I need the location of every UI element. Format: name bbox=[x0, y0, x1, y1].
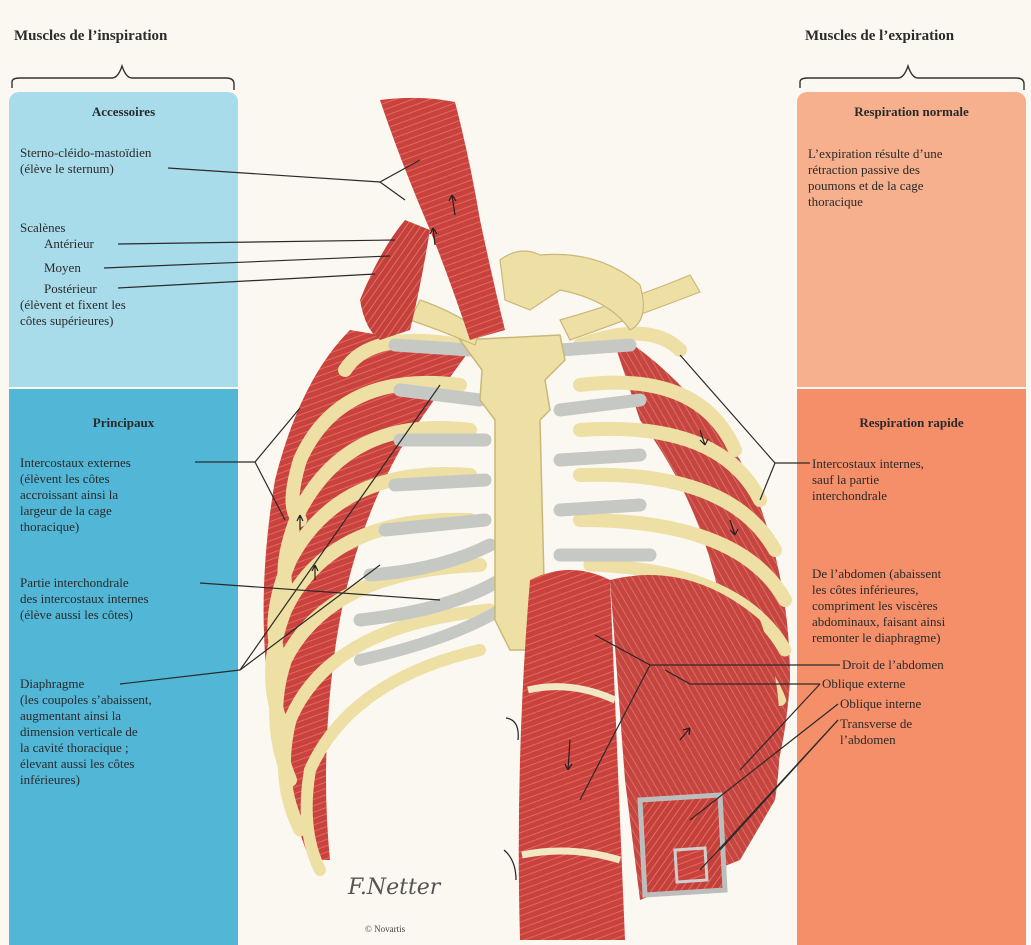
label-dia-7: inférieures) bbox=[20, 772, 80, 788]
label-ext-4: largeur de la cage bbox=[20, 503, 112, 519]
rectus-abdominis bbox=[519, 570, 625, 940]
label-int-1: Intercostaux internes, bbox=[812, 456, 924, 472]
label-dia-2: (les coupoles s’abaissent, bbox=[20, 692, 152, 708]
artist-signature: F.Netter bbox=[348, 880, 440, 896]
label-dia-3: augmentant ainsi la bbox=[20, 708, 121, 724]
label-scalene-posterieur: Postérieur bbox=[44, 281, 97, 297]
label-normale-1: L’expiration résulte d’une bbox=[808, 146, 943, 162]
label-oblique-externe: Oblique externe bbox=[822, 676, 905, 692]
label-abd-4: abdominaux, faisant ainsi bbox=[812, 614, 945, 630]
label-ext-1: Intercostaux externes bbox=[20, 455, 131, 471]
label-inter-1: Partie interchondrale bbox=[20, 575, 129, 591]
label-inter-2: des intercostaux internes bbox=[20, 591, 149, 607]
label-dia-1: Diaphragme bbox=[20, 676, 84, 692]
label-dia-5: la cavité thoracique ; bbox=[20, 740, 129, 756]
label-abd-2: les côtes inférieures, bbox=[812, 582, 918, 598]
label-abd-3: compriment les viscères bbox=[812, 598, 938, 614]
label-droit-abdomen: Droit de l’abdomen bbox=[842, 657, 944, 673]
outer-arrow-1 bbox=[506, 718, 518, 740]
label-scal-note-1: (élèvent et fixent les bbox=[20, 297, 126, 313]
label-ext-2: (élèvent les côtes bbox=[20, 471, 110, 487]
label-int-2: sauf la partie bbox=[812, 472, 879, 488]
label-scal-note-2: côtes supérieures) bbox=[20, 313, 114, 329]
label-scalene-moyen: Moyen bbox=[44, 260, 81, 276]
label-scm-1: Sterno-cléido-mastoïdien bbox=[20, 145, 151, 161]
label-normale-4: thoracique bbox=[808, 194, 863, 210]
outer-arrow-2 bbox=[504, 850, 516, 880]
label-normale-3: poumons et de la cage bbox=[808, 178, 924, 194]
label-scalenes: Scalènes bbox=[20, 220, 65, 236]
label-scm-2: (élève le sternum) bbox=[20, 161, 114, 177]
transversus-window bbox=[675, 848, 707, 882]
label-oblique-interne: Oblique interne bbox=[840, 696, 921, 712]
brace-left bbox=[12, 66, 234, 90]
label-transverse-2: l’abdomen bbox=[840, 732, 896, 748]
label-dia-6: élevant aussi les côtes bbox=[20, 756, 134, 772]
label-ext-3: accroissant ainsi la bbox=[20, 487, 118, 503]
label-scalene-anterieur: Antérieur bbox=[44, 236, 94, 252]
signature-copyright: © Novartis bbox=[365, 922, 405, 938]
label-int-3: interchondrale bbox=[812, 488, 887, 504]
label-abd-5: remonter le diaphragme) bbox=[812, 630, 941, 646]
label-normale-2: rétraction passive des bbox=[808, 162, 920, 178]
label-abd-1: De l’abdomen (abaissent bbox=[812, 566, 941, 582]
label-inter-3: (élève aussi les côtes) bbox=[20, 607, 133, 623]
label-transverse-1: Transverse de bbox=[840, 716, 912, 732]
label-dia-4: dimension verticale de bbox=[20, 724, 138, 740]
label-ext-5: thoracique) bbox=[20, 519, 79, 535]
brace-right bbox=[800, 66, 1024, 90]
